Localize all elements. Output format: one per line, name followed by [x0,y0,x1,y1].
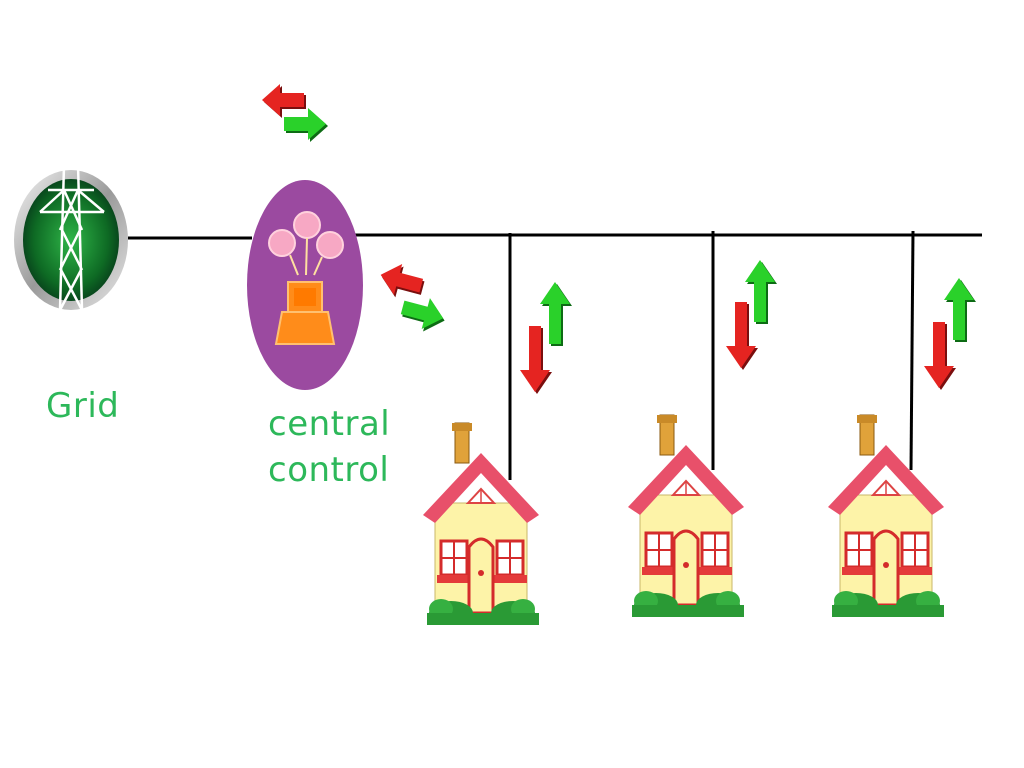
power-lines [128,230,982,480]
central-control-icon [247,180,363,390]
house-3 [826,278,976,619]
grid-label: Grid [46,386,120,426]
house-2 [626,260,777,619]
power-pylon-icon [14,160,128,311]
bidirectional-arrows-middle [376,259,450,337]
central-control-label-line2: control [268,449,390,490]
central-control-label: central control [268,402,391,494]
house-1 [421,282,572,627]
central-control-label-line1: central [268,404,391,444]
bidirectional-arrows-top [262,84,328,142]
